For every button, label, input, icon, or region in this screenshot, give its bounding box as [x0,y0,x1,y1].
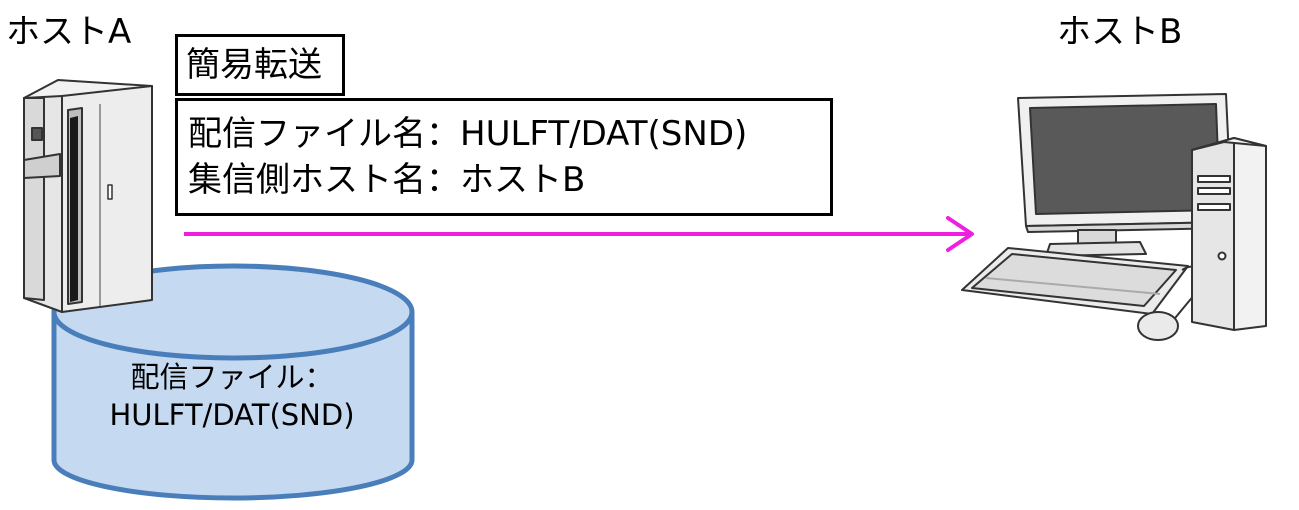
storage-label-line-1: 配信ファイル： [130,360,334,394]
host-a-label: ホストA [6,12,132,52]
transfer-arrow [184,216,974,252]
desktop-computer-icon [961,93,1267,341]
send-file-name-line: 配信ファイル名：HULFT/DAT(SND) [188,114,748,154]
host-b-label: ホストB [1057,12,1183,52]
receive-host-name-line: 集信側ホスト名：ホストB [188,160,586,200]
storage-label: 配信ファイル： HULFT/DAT(SND) [52,358,412,434]
transfer-info-box: 配信ファイル名：HULFT/DAT(SND) 集信側ホスト名：ホストB [175,98,833,216]
storage-label-line-2: HULFT/DAT(SND) [109,398,355,432]
transfer-title-box: 簡易転送 [175,34,345,96]
server-icon [23,79,153,313]
